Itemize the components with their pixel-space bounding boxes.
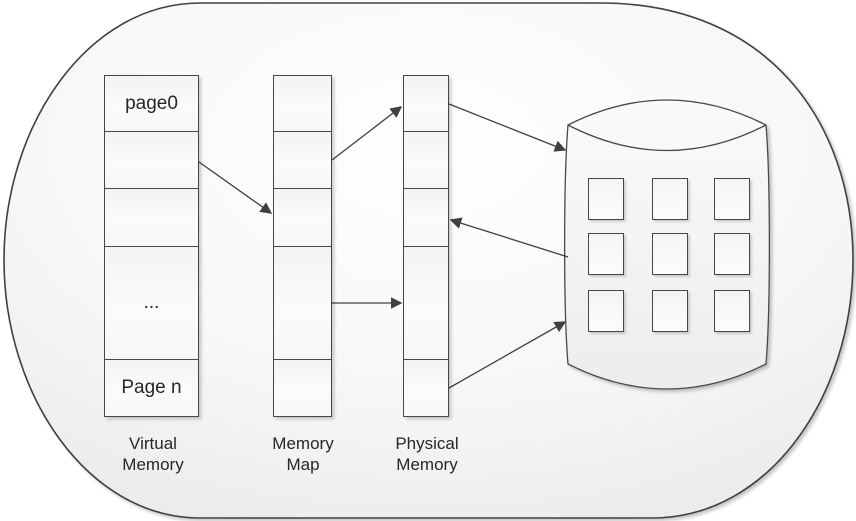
disk-block bbox=[588, 290, 624, 332]
disk-block bbox=[652, 233, 688, 275]
memory-cell: page0 bbox=[104, 75, 199, 132]
memory-cell: ... bbox=[104, 246, 199, 360]
arrow-map-to-physical-top bbox=[331, 106, 403, 161]
disk-block bbox=[588, 178, 624, 220]
label-line: Map bbox=[286, 455, 320, 474]
disk-block bbox=[652, 290, 688, 332]
memory-cell bbox=[403, 359, 449, 417]
memory-cell bbox=[273, 359, 332, 417]
arrow-disk-to-physical bbox=[449, 217, 569, 258]
arrow-physical-to-disk-top bbox=[448, 103, 567, 152]
disk-block bbox=[714, 178, 750, 220]
disk-block bbox=[714, 233, 750, 275]
disk-block bbox=[588, 233, 624, 275]
disk-block bbox=[652, 178, 688, 220]
memory-cell: Page n bbox=[104, 359, 199, 417]
memory-cell bbox=[273, 131, 332, 189]
virtual-memory-column: page0 ... Page n bbox=[104, 75, 199, 417]
label-line: Memory bbox=[122, 455, 184, 474]
virtual-memory-label: Virtual Memory bbox=[83, 433, 223, 475]
disk-cylinder-top-face bbox=[567, 124, 767, 152]
label-line: Memory bbox=[396, 455, 458, 474]
memory-cell bbox=[273, 188, 332, 247]
memory-cell bbox=[403, 131, 449, 189]
memory-map-label: Memory Map bbox=[233, 433, 373, 475]
disk-block bbox=[714, 290, 750, 332]
arrow-physical-to-disk-bottom bbox=[448, 321, 567, 389]
memory-cell bbox=[403, 75, 449, 132]
memory-cell bbox=[104, 188, 199, 247]
physical-memory-column bbox=[403, 75, 449, 417]
label-line: Memory bbox=[272, 434, 334, 453]
memory-cell bbox=[403, 188, 449, 247]
label-line: Virtual bbox=[129, 434, 177, 453]
arrow-virtual-to-map bbox=[198, 161, 273, 214]
memory-cell bbox=[403, 246, 449, 360]
memory-map-column bbox=[273, 75, 332, 417]
physical-memory-label: Physical Memory bbox=[357, 433, 497, 475]
memory-cell bbox=[273, 246, 332, 360]
memory-cell bbox=[104, 131, 199, 189]
memory-cell bbox=[273, 75, 332, 132]
label-line: Physical bbox=[395, 434, 459, 453]
